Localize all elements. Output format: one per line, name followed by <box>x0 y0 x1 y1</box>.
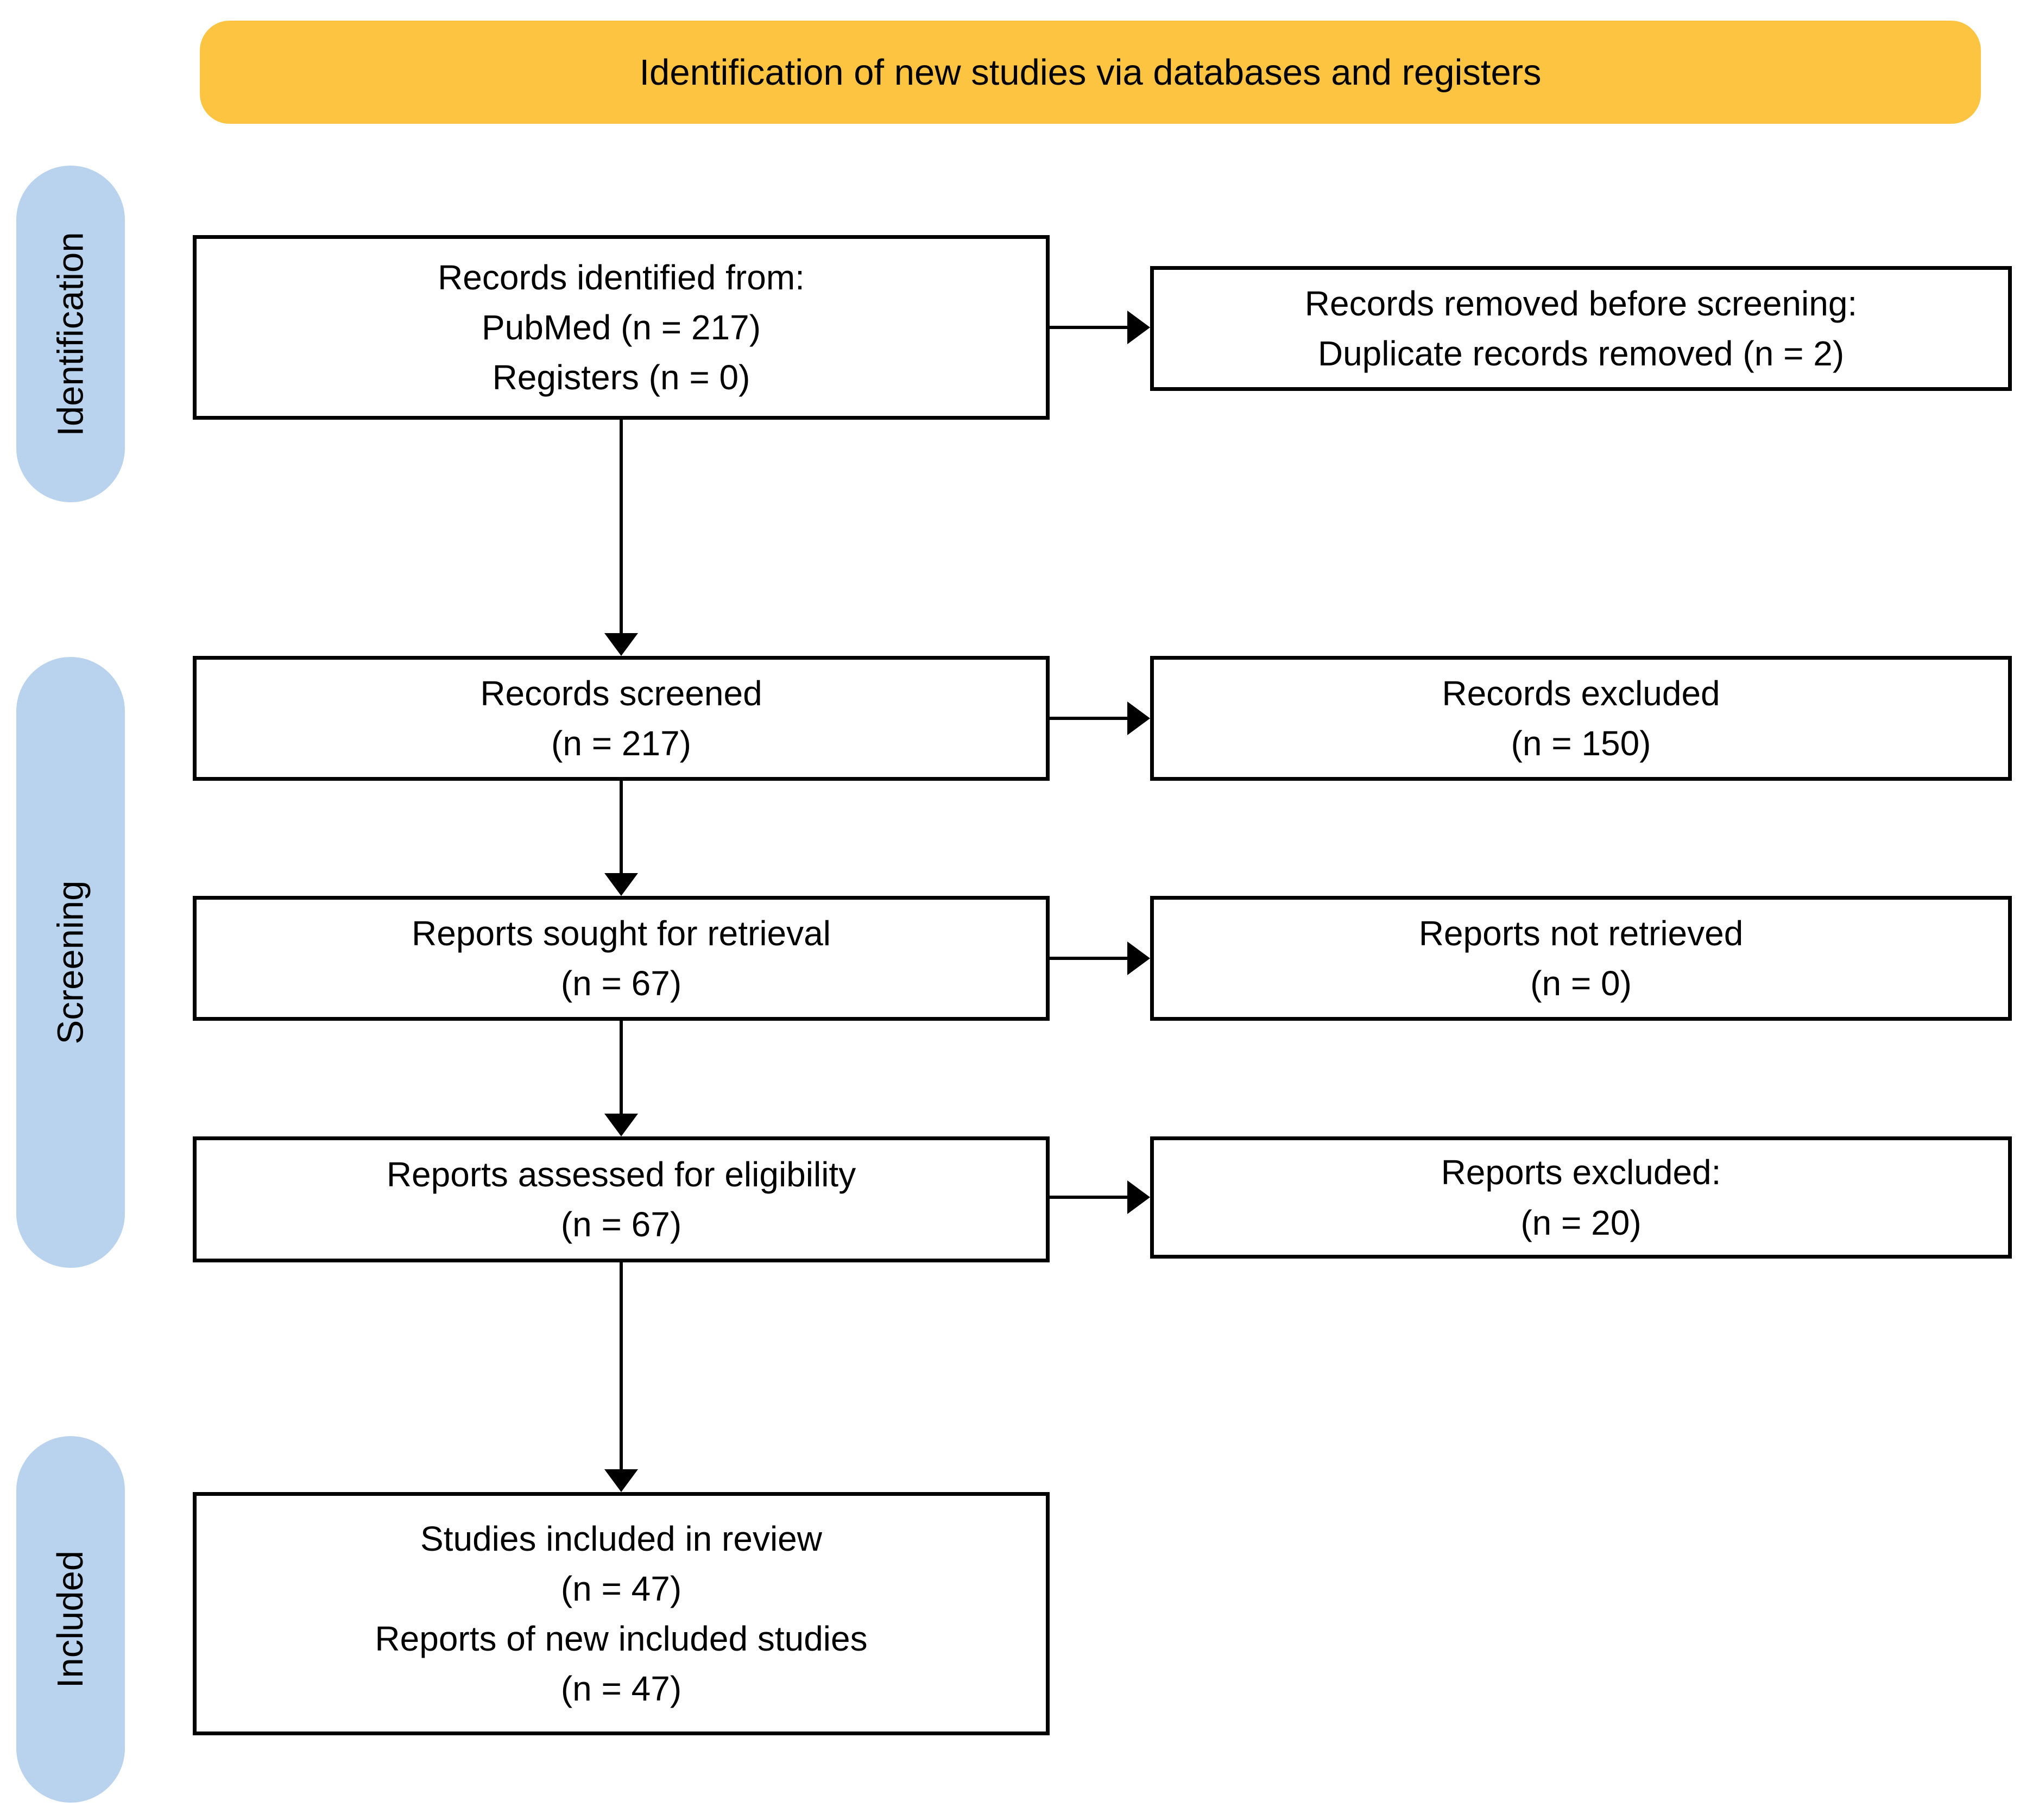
stage-label-included: Included <box>16 1436 125 1803</box>
box-records-screened: Records screened (n = 217) <box>193 656 1050 781</box>
arrowhead-down-icon <box>604 1469 638 1492</box>
box-text-line: Reports not retrieved <box>1418 913 1744 953</box>
arrow-assessed-to-reports-excluded <box>1050 1196 1128 1199</box>
box-text-line: Reports assessed for eligibility <box>386 1154 856 1194</box>
arrow-screened-to-sought <box>620 781 623 875</box>
banner-label: Identification of new studies via databa… <box>639 52 1542 93</box>
box-text-line: PubMed (n = 217) <box>481 307 761 347</box>
arrowhead-down-icon <box>604 633 638 656</box>
box-text-line: Records identified from: <box>438 257 805 297</box>
box-records-identified: Records identified from: PubMed (n = 217… <box>193 235 1050 420</box>
box-text-line: (n = 47) <box>560 1569 682 1608</box>
banner: Identification of new studies via databa… <box>200 21 1981 124</box>
arrowhead-right-icon <box>1127 941 1150 975</box>
arrow-sought-to-not-retrieved <box>1050 957 1128 960</box>
stage-label-text: Screening <box>50 880 91 1045</box>
box-text-line: Registers (n = 0) <box>492 358 750 397</box>
box-text-line: Reports of new included studies <box>375 1619 868 1658</box>
box-reports-sought: Reports sought for retrieval (n = 67) <box>193 896 1050 1021</box>
arrowhead-down-icon <box>604 1114 638 1136</box>
box-text-line: Studies included in review <box>420 1519 822 1558</box>
box-text-line: Records screened <box>480 673 762 713</box>
box-reports-excluded: Reports excluded: (n = 20) <box>1150 1136 2012 1259</box>
box-text-line: Duplicate records removed (n = 2) <box>1317 334 1845 373</box>
stage-label-text: Included <box>50 1550 91 1689</box>
arrowhead-right-icon <box>1127 702 1150 735</box>
box-text-line: Reports sought for retrieval <box>412 913 831 953</box>
box-text-line: (n = 67) <box>560 1205 682 1244</box>
box-text-line: (n = 0) <box>1530 964 1632 1003</box>
box-reports-assessed: Reports assessed for eligibility (n = 67… <box>193 1136 1050 1262</box>
box-text-line: Records removed before screening: <box>1304 283 1858 323</box>
arrow-screened-to-excluded <box>1050 717 1128 720</box>
arrowhead-right-icon <box>1127 311 1150 344</box>
stage-label-text: Identification <box>50 231 91 437</box>
arrowhead-right-icon <box>1127 1180 1150 1214</box>
box-text-line: (n = 150) <box>1511 724 1651 763</box>
arrow-assessed-to-included <box>620 1262 623 1471</box>
arrow-identified-to-screened <box>620 420 623 635</box>
box-text-line: Records excluded <box>1442 673 1720 713</box>
box-text-line: (n = 67) <box>560 964 682 1003</box>
stage-label-screening: Screening <box>16 657 125 1268</box>
box-text-line: (n = 217) <box>551 724 691 763</box>
arrow-identified-to-removed <box>1050 326 1128 329</box>
box-records-excluded: Records excluded (n = 150) <box>1150 656 2012 781</box>
arrowhead-down-icon <box>604 873 638 896</box>
stage-label-identification: Identification <box>16 166 125 502</box>
box-records-removed: Records removed before screening: Duplic… <box>1150 266 2012 391</box>
box-text-line: (n = 20) <box>1520 1203 1642 1242</box>
arrow-sought-to-assessed <box>620 1021 623 1116</box>
box-reports-not-retrieved: Reports not retrieved (n = 0) <box>1150 896 2012 1021</box>
box-studies-included: Studies included in review (n = 47) Repo… <box>193 1492 1050 1735</box>
box-text-line: Reports excluded: <box>1441 1153 1721 1192</box>
box-text-line: (n = 47) <box>560 1669 682 1709</box>
